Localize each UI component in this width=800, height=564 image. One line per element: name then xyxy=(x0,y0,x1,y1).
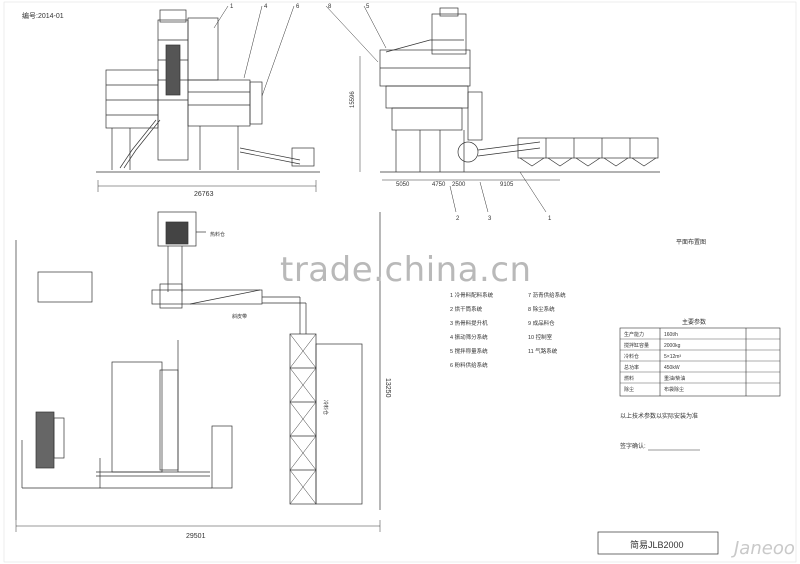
right-dim-1: 5050 xyxy=(396,182,410,188)
table-cell-value: 重油/柴油 xyxy=(664,375,685,382)
table-cell-label: 燃料 xyxy=(624,375,634,382)
section-label: 平面布置图 xyxy=(676,238,706,246)
right-callout-3: 3 xyxy=(488,216,492,222)
table-cell-value: 5×12m³ xyxy=(664,354,681,360)
page-frame xyxy=(3,1,797,563)
parameter-table xyxy=(619,327,781,397)
legend-item: 9 成品料仓 xyxy=(528,319,555,327)
table-cell-value: 450kW xyxy=(664,365,680,371)
plan-height-dim: 13250 xyxy=(384,378,391,398)
table-cell-value: 160t/h xyxy=(664,332,678,338)
right-callout-1: 5 xyxy=(366,4,370,10)
right-dim-2: 4750 xyxy=(432,182,446,188)
watermark: trade.china.cn xyxy=(280,250,532,290)
right-callout-2: 2 xyxy=(456,216,460,222)
right-dim-3: 2500 xyxy=(452,182,466,188)
plan-label-bins: 冷料仓 xyxy=(322,400,329,415)
table-cell-value: 2000kg xyxy=(664,343,681,349)
left-callout-1: 1 xyxy=(230,4,234,10)
right-dim-4: 9105 xyxy=(500,182,514,188)
plan-label-top: 热料仓 xyxy=(210,231,225,238)
table-cell-label: 总功率 xyxy=(624,364,639,371)
table-cell-label: 冷料仓 xyxy=(624,353,639,360)
component-legend: 1 冷骨料配料系统 2 烘干筒系统 3 热骨料提升机 4 振动筛分系统 5 搅拌称量系统… xyxy=(450,291,566,369)
plan-label-conveyor: 斜皮带 xyxy=(232,313,247,320)
title-block-text: 简易JLB2000 xyxy=(630,539,684,550)
left-callout-3: 6 xyxy=(296,4,300,10)
plan-width-dim: 29501 xyxy=(186,533,206,540)
legend-item: 3 热骨料提升机 xyxy=(450,319,488,327)
right-height-dim: 15596 xyxy=(350,91,356,108)
left-elevation xyxy=(96,5,379,192)
legend-item: 6 粉料供给系统 xyxy=(450,361,488,369)
right-elevation xyxy=(359,5,660,213)
legend-item: 7 沥青供给系统 xyxy=(528,291,566,299)
right-callout-4: 1 xyxy=(548,216,552,222)
legend-item: 4 振动筛分系统 xyxy=(450,333,488,341)
brand-logo: Janeoo xyxy=(734,538,795,559)
legend-item: 1 冷骨料配料系统 xyxy=(450,291,494,299)
title-block xyxy=(597,531,719,555)
parameter-table-rows: 生产能力 160t/h 搅拌缸容量 2000kg 冷料仓 5×12m³ 总功率 450kW 燃料… xyxy=(620,331,780,393)
table-cell-value: 布袋除尘 xyxy=(664,386,684,393)
table-cell-label: 生产能力 xyxy=(624,331,644,338)
legend-item: 8 除尘系统 xyxy=(528,305,555,313)
legend-item: 10 控制室 xyxy=(528,333,553,341)
note-2: 签字确认: xyxy=(620,442,646,450)
table-cell-label: 搅拌缸容量 xyxy=(624,342,649,349)
legend-item: 2 烘干筒系统 xyxy=(450,305,483,313)
legend-item: 11 气路系统 xyxy=(528,347,558,355)
left-callout-2: 4 xyxy=(264,4,268,10)
table-title: 主要参数 xyxy=(682,318,706,326)
left-callout-4: 8 xyxy=(328,4,332,10)
legend-item: 5 搅拌称量系统 xyxy=(450,347,488,355)
plan-view xyxy=(15,211,381,532)
drawing-code: 编号:2014-01 xyxy=(22,11,64,20)
table-cell-label: 除尘 xyxy=(624,386,634,393)
left-width-dim: 26763 xyxy=(194,191,214,198)
note-1: 以上技术参数以实际安装为准 xyxy=(620,412,698,420)
